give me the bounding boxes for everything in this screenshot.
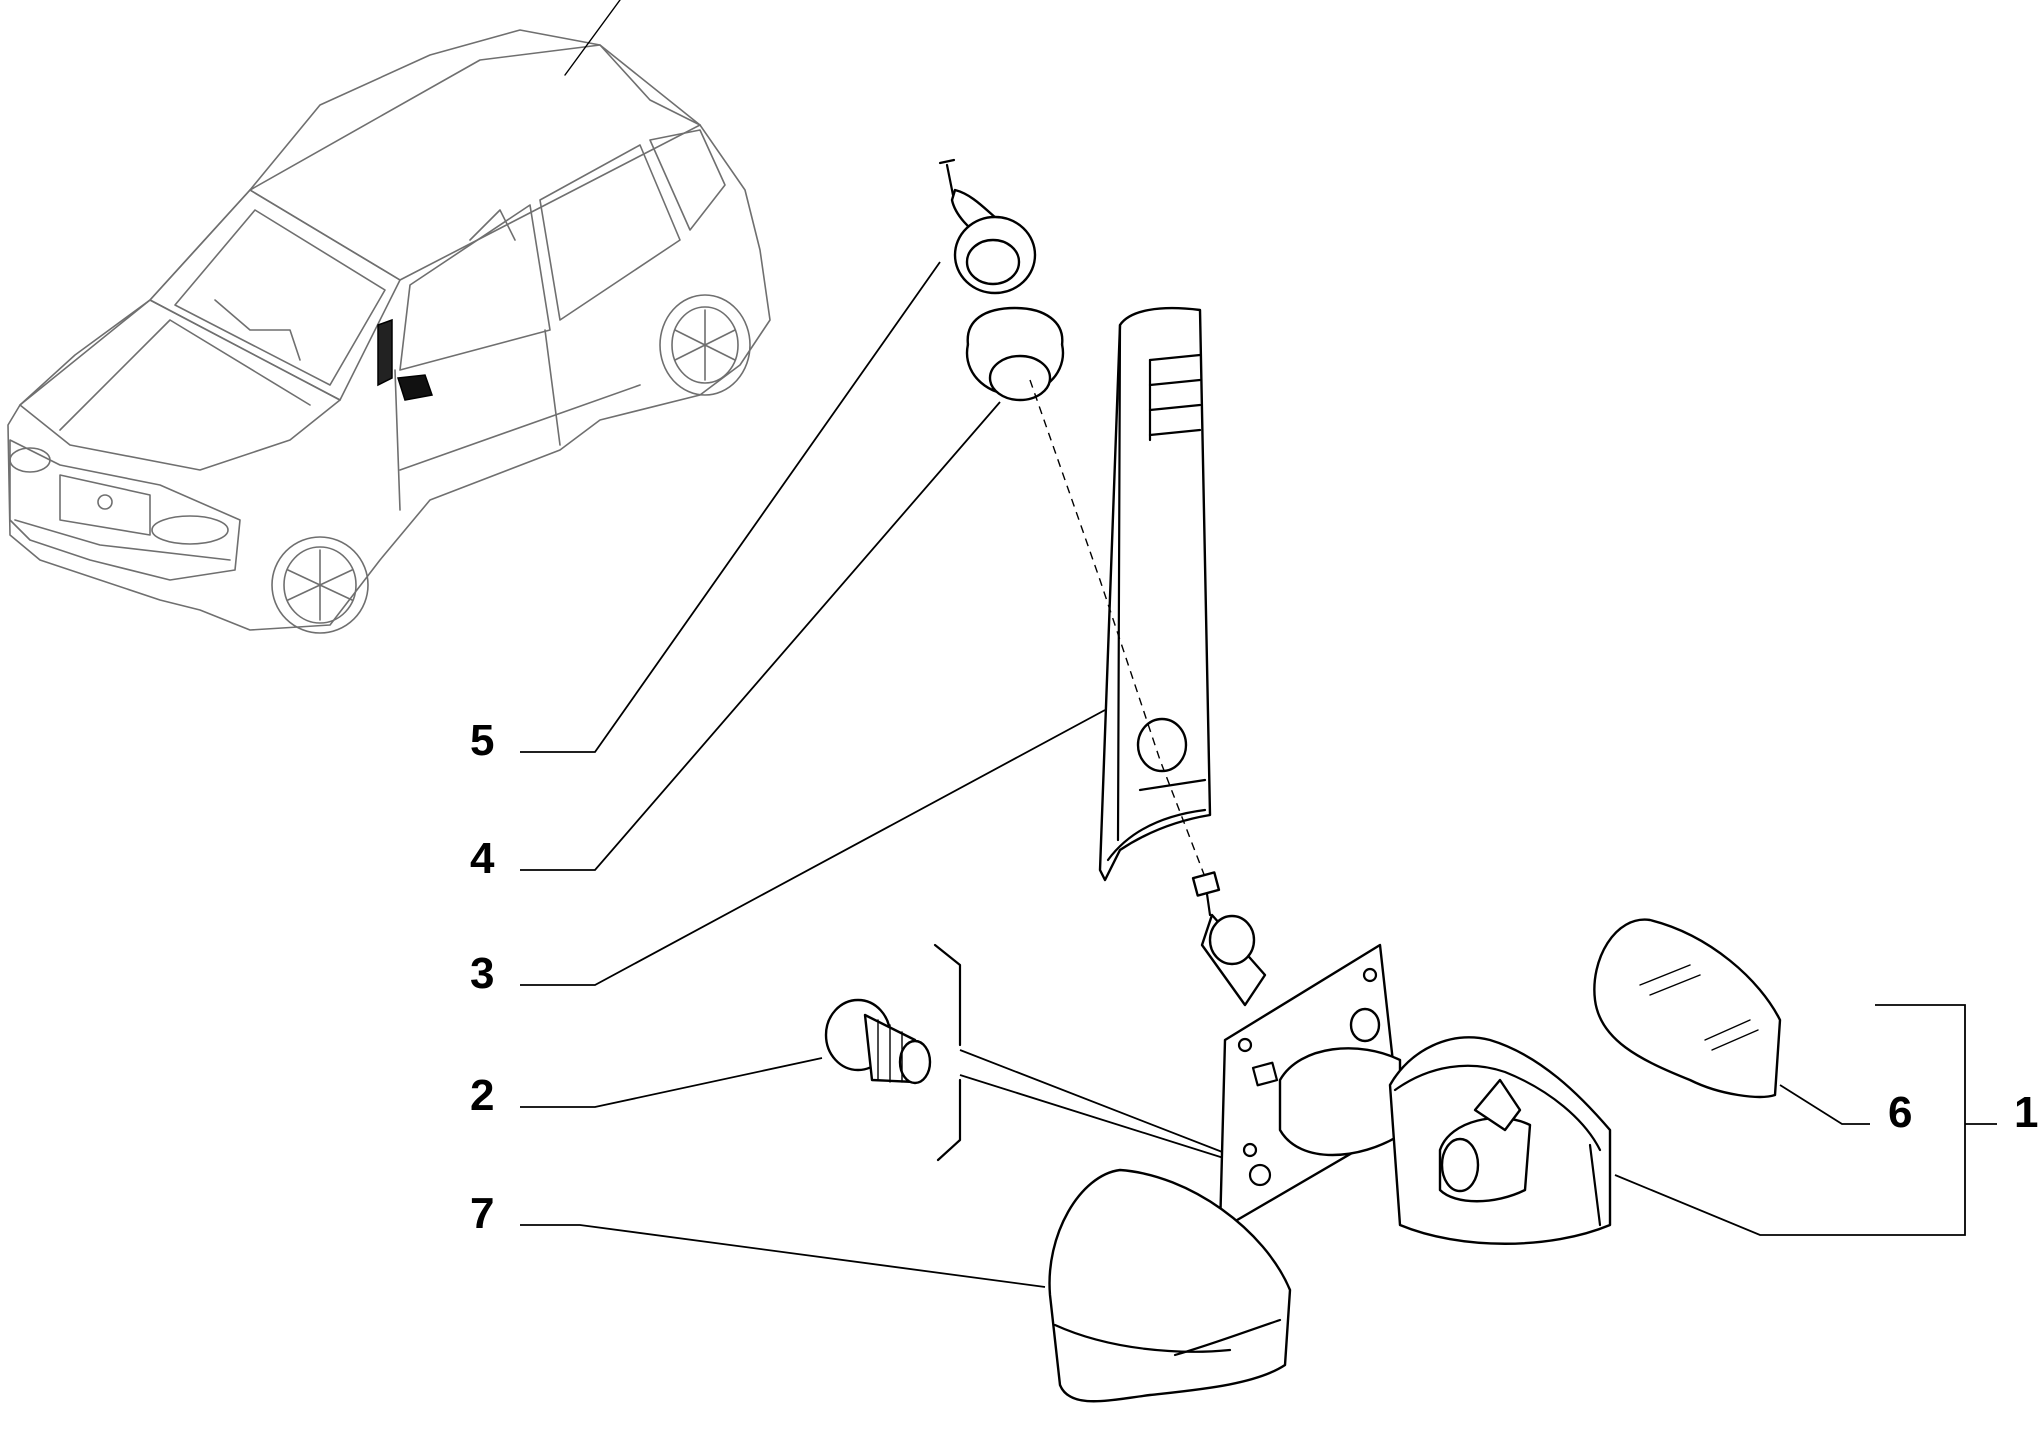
- callout-1: 1: [2014, 1088, 2038, 1137]
- part-4-bushing: [965, 306, 1065, 402]
- leader-lines: [520, 261, 1997, 1288]
- part-2-screw: [824, 998, 932, 1085]
- callout-4: 4: [470, 834, 495, 883]
- part-7-cover-cap: [1048, 1168, 1292, 1403]
- part-3-trim-panel: [1098, 307, 1212, 882]
- callout-6: 6: [1888, 1088, 1912, 1137]
- callout-5: 5: [470, 716, 494, 765]
- callout-7: 7: [470, 1189, 494, 1238]
- car-overview-illustration: [7, 0, 771, 634]
- part-6-mirror-glass: [1593, 918, 1782, 1099]
- bracket-screw-group: [933, 943, 962, 1162]
- part-1-mirror-assembly: [1191, 871, 1612, 1245]
- callout-3: 3: [470, 949, 494, 998]
- callout-2: 2: [470, 1071, 494, 1120]
- part-5-cable-grommet: [938, 158, 1037, 295]
- assembly-axis-line: [1029, 379, 1211, 891]
